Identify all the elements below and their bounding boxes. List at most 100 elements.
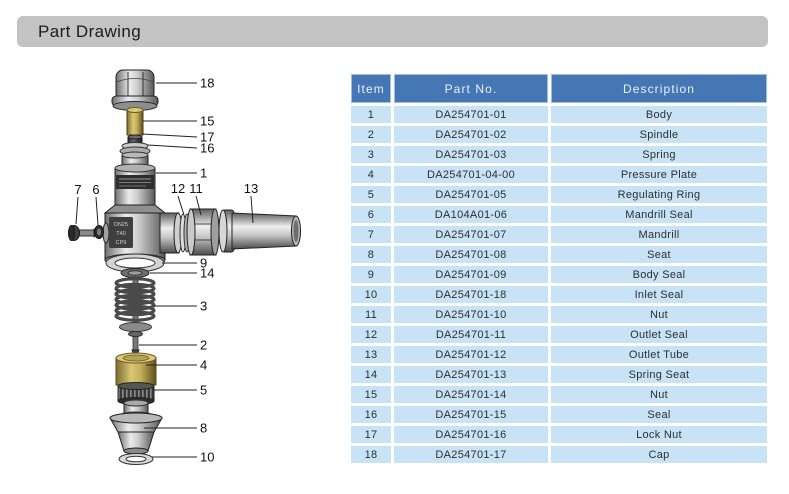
callout-9: 9 [200,256,207,271]
col-header-part-no: Part No. [394,74,548,103]
cell-description: Cap [551,446,767,463]
cell-description: Mandrill Seal [551,206,767,223]
cell-item: 8 [351,246,391,263]
cell-description: Spring Seat [551,366,767,383]
cell-part-no: DA254701-01 [394,106,548,123]
callout-18: 18 [200,76,214,91]
part-spring [114,277,156,322]
cell-item: 7 [351,226,391,243]
cell-description: Nut [551,306,767,323]
leader-lines [75,82,254,458]
body-marking-2: T40 [116,231,125,237]
cell-description: Pressure Plate [551,166,767,183]
cell-description: Seal [551,406,767,423]
callout-2: 2 [200,338,207,353]
cell-item: 18 [351,446,391,463]
callout-5: 5 [200,383,207,398]
cell-part-no: DA254701-11 [394,326,548,343]
body-marking-1: DN25 [114,222,128,228]
callout-14: 14 [200,266,214,281]
part-outlet-tube [218,209,301,253]
cell-description: Inlet Seal [551,286,767,303]
cell-part-no: DA104A01-06 [394,206,548,223]
callout-12: 12 [171,181,185,196]
col-header-description: Description [551,74,767,103]
cell-part-no: DA254701-03 [394,146,548,163]
cell-item: 9 [351,266,391,283]
cell-description: Seat [551,246,767,263]
cell-part-no: DA254701-18 [394,286,548,303]
cell-item: 5 [351,186,391,203]
part-seat [109,399,163,455]
cell-item: 15 [351,386,391,403]
cell-item: 16 [351,406,391,423]
callout-16: 16 [200,141,214,156]
cell-description: Mandrill [551,226,767,243]
callout-11: 11 [189,181,203,196]
part-spring-seat [120,268,150,278]
part-lock-nut [127,134,143,144]
part-body-seal [105,253,165,273]
cell-part-no: DA254701-17 [394,446,548,463]
callout-10: 10 [200,450,214,465]
cell-item: 13 [351,346,391,363]
cell-part-no: DA254701-07 [394,226,548,243]
cell-item: 1 [351,106,391,123]
page-title: Part Drawing [38,21,142,41]
callout-6: 6 [92,182,99,197]
cell-part-no: DA254701-09 [394,266,548,283]
cell-part-no: DA254701-08 [394,246,548,263]
part-diagram-svg: DN25 T40 CP9 [68,69,301,465]
part-inlet-seal [118,453,154,465]
callout-17: 17 [200,130,214,145]
cell-part-no: DA254701-04-00 [394,166,548,183]
col-header-item: Item [351,74,391,103]
cell-item: 11 [351,306,391,323]
part-nut-15 [126,107,144,136]
table-header-row: Item Part No. Description [351,74,767,103]
cell-description: Regulating Ring [551,186,767,203]
part-mandrill-seal [94,225,104,239]
part-outlet-port [159,212,183,254]
cell-description: Outlet Seal [551,326,767,343]
section-header-bar: Part Drawing [17,16,768,47]
part-cap [111,69,159,111]
cell-description: Outlet Tube [551,346,767,363]
part-body: DN25 T40 CP9 [102,151,167,267]
cell-part-no: DA254701-02 [394,126,548,143]
cell-description: Spindle [551,126,767,143]
cell-item: 3 [351,146,391,163]
part-nut-11 [186,208,220,256]
callout-8: 8 [200,421,207,436]
cell-description: Lock Nut [551,426,767,443]
cell-part-no: DA254701-13 [394,366,548,383]
callout-1: 1 [200,166,207,181]
cell-part-no: DA254701-14 [394,386,548,403]
cell-item: 17 [351,426,391,443]
callout-7: 7 [74,182,81,197]
cell-part-no: DA254701-12 [394,346,548,363]
cell-part-no: DA254701-15 [394,406,548,423]
cell-item: 6 [351,206,391,223]
cell-item: 10 [351,286,391,303]
cell-part-no: DA254701-05 [394,186,548,203]
cell-description: Spring [551,146,767,163]
part-pressure-plate [115,352,157,386]
cell-item: 14 [351,366,391,383]
